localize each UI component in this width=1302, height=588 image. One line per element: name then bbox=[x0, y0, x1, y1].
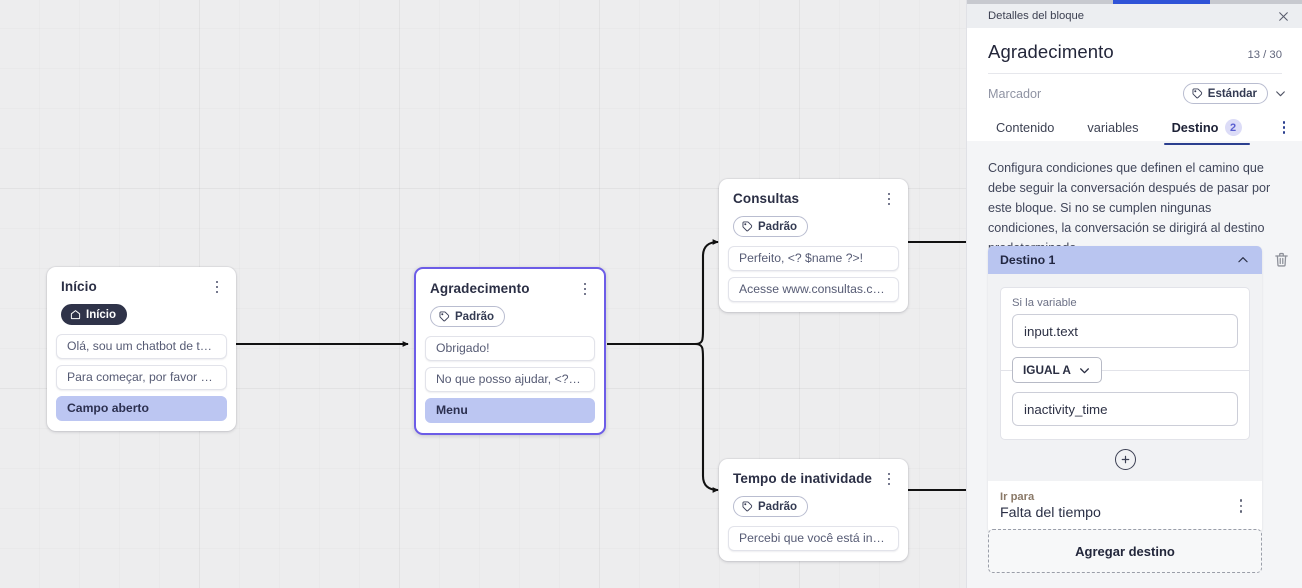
block-title-row: Agradecimento 13 / 30 bbox=[967, 28, 1302, 63]
node-message[interactable]: Olá, sou um chatbot de teste! bbox=[56, 334, 227, 359]
variable-input[interactable]: input.text bbox=[1012, 314, 1238, 348]
node-menu-button[interactable] bbox=[880, 190, 898, 208]
operator-label: IGUAL A bbox=[1023, 363, 1071, 377]
destino-description: Configura condiciones que definen el cam… bbox=[988, 161, 1271, 255]
node-tag-padrao[interactable]: Padrão bbox=[733, 216, 808, 237]
node-title: Agradecimento bbox=[430, 281, 530, 296]
block-details-panel: Detalles del bloque Agradecimento 13 / 3… bbox=[966, 0, 1302, 588]
node-body: Olá, sou um chatbot de teste! Para começ… bbox=[47, 325, 236, 421]
tab-badge-count: 2 bbox=[1224, 119, 1242, 136]
goto-text-group: Ir para Falta del tiempo bbox=[1000, 491, 1101, 521]
node-body: Obrigado! No que posso ajudar, <? $name … bbox=[416, 327, 604, 423]
node-tag-label: Padrão bbox=[758, 220, 797, 233]
flow-canvas[interactable]: Início Início Olá, sou um chatbot de tes… bbox=[0, 0, 966, 588]
plus-circle-icon bbox=[1114, 449, 1136, 470]
node-body: Percebi que você está inativo. C... bbox=[719, 517, 908, 551]
node-menu-button[interactable] bbox=[880, 470, 898, 488]
node-input-chip[interactable]: Campo aberto bbox=[56, 396, 227, 421]
tab-label: Destino bbox=[1171, 120, 1219, 135]
chevron-down-icon[interactable] bbox=[1274, 87, 1287, 100]
node-header: Início bbox=[47, 267, 236, 296]
operator-select[interactable]: IGUAL A bbox=[1012, 357, 1102, 383]
goto-value: Falta del tiempo bbox=[1000, 505, 1101, 521]
tag-icon bbox=[1192, 88, 1203, 99]
tag-icon bbox=[439, 311, 450, 322]
operator-row: IGUAL A bbox=[1000, 357, 1250, 383]
destino-header-title: Destino 1 bbox=[1000, 253, 1056, 267]
panel-header-title: Detalles del bloque bbox=[988, 10, 1085, 22]
node-body: Perfeito, <? $name ?>! Acesse www.consul… bbox=[719, 237, 908, 302]
flow-node-inicio[interactable]: Início Início Olá, sou um chatbot de tes… bbox=[47, 267, 236, 431]
flow-node-consultas[interactable]: Consultas Padrão Perfeito, <? $name ?>! … bbox=[719, 179, 908, 312]
node-title: Início bbox=[61, 279, 97, 294]
marcador-value-label: Estándar bbox=[1207, 87, 1257, 100]
marcador-row: Marcador Estándar bbox=[967, 74, 1302, 104]
destino-header[interactable]: Destino 1 bbox=[988, 246, 1262, 274]
tag-icon bbox=[742, 501, 753, 512]
marcador-label: Marcador bbox=[988, 86, 1042, 101]
tab-label: Contenido bbox=[996, 120, 1055, 135]
marcador-value-chip[interactable]: Estándar bbox=[1182, 83, 1268, 104]
node-message[interactable]: No que posso ajudar, <? $name ... bbox=[425, 367, 595, 392]
node-message[interactable]: Percebi que você está inativo. C... bbox=[728, 526, 899, 551]
node-tag-row: Início bbox=[47, 296, 236, 325]
node-tag-label: Início bbox=[86, 308, 117, 321]
close-icon[interactable] bbox=[1274, 7, 1292, 25]
node-header: Consultas bbox=[719, 179, 908, 208]
node-tag-row: Padrão bbox=[719, 208, 908, 237]
goto-menu-button[interactable] bbox=[1232, 496, 1250, 516]
node-tag-padrao[interactable]: Padrão bbox=[430, 306, 505, 327]
add-destino-button[interactable]: Agregar destino bbox=[988, 529, 1262, 573]
flow-node-agradecimento[interactable]: Agradecimento Padrão Obrigado! No que po… bbox=[414, 267, 606, 435]
goto-label: Ir para bbox=[1000, 491, 1035, 503]
page-title: Agradecimento bbox=[988, 41, 1114, 62]
tab-label: variables bbox=[1087, 120, 1139, 135]
node-title: Consultas bbox=[733, 191, 800, 206]
chevron-up-icon[interactable] bbox=[1236, 253, 1250, 267]
node-menu-button[interactable] bbox=[208, 278, 226, 296]
marcador-select[interactable]: Estándar bbox=[1182, 83, 1287, 104]
node-header: Agradecimento bbox=[416, 269, 604, 298]
condition-label: Si la variable bbox=[1012, 297, 1077, 309]
node-tag-label: Padrão bbox=[758, 500, 797, 513]
chevron-down-icon bbox=[1078, 364, 1091, 377]
condition-box: Si la variable input.text IGUAL A bbox=[1000, 287, 1250, 440]
tabs-overflow-menu[interactable] bbox=[1275, 118, 1293, 138]
tab-contenido[interactable]: Contenido bbox=[988, 116, 1062, 144]
node-tag-row: Padrão bbox=[719, 488, 908, 517]
node-header: Tempo de inatividade bbox=[719, 459, 908, 488]
destino-card-1: Destino 1 Si la variable input.text IG bbox=[988, 246, 1288, 533]
node-title: Tempo de inatividade bbox=[733, 471, 873, 486]
node-menu-button[interactable] bbox=[576, 280, 594, 298]
node-message[interactable]: Obrigado! bbox=[425, 336, 595, 361]
tab-destino[interactable]: Destino 2 bbox=[1163, 115, 1250, 145]
top-progress-active bbox=[1113, 0, 1210, 4]
destino-section: Destino 1 Si la variable input.text IG bbox=[988, 246, 1288, 533]
condition-area: Si la variable input.text IGUAL A bbox=[988, 274, 1262, 481]
tag-icon bbox=[742, 221, 753, 232]
comparison-input[interactable]: inactivity_time bbox=[1012, 392, 1238, 426]
home-icon bbox=[70, 309, 81, 320]
goto-destination-row[interactable]: Ir para Falta del tiempo bbox=[988, 481, 1262, 533]
char-counter: 13 / 30 bbox=[1247, 49, 1282, 61]
top-progress-bar bbox=[967, 0, 1302, 4]
node-tag-padrao[interactable]: Padrão bbox=[733, 496, 808, 517]
panel-tabs: Contenido variables Destino 2 bbox=[967, 115, 1302, 145]
node-message[interactable]: Para começar, por favor digite o ... bbox=[56, 365, 227, 390]
title-divider bbox=[988, 73, 1282, 74]
node-message[interactable]: Acesse www.consultas.com par... bbox=[728, 277, 899, 302]
add-condition-button[interactable] bbox=[1000, 440, 1250, 481]
node-input-chip[interactable]: Menu bbox=[425, 398, 595, 423]
panel-top-section: Agradecimento 13 / 30 Marcador Estándar bbox=[967, 28, 1302, 145]
node-tag-row: Padrão bbox=[416, 298, 604, 327]
node-tag-inicio[interactable]: Início bbox=[61, 304, 128, 325]
flow-node-tempo-de-inatividade[interactable]: Tempo de inatividade Padrão Percebi que … bbox=[719, 459, 908, 561]
node-message[interactable]: Perfeito, <? $name ?>! bbox=[728, 246, 899, 271]
node-tag-label: Padrão bbox=[455, 310, 494, 323]
panel-header: Detalles del bloque bbox=[967, 4, 1302, 28]
tab-variables[interactable]: variables bbox=[1079, 116, 1146, 144]
